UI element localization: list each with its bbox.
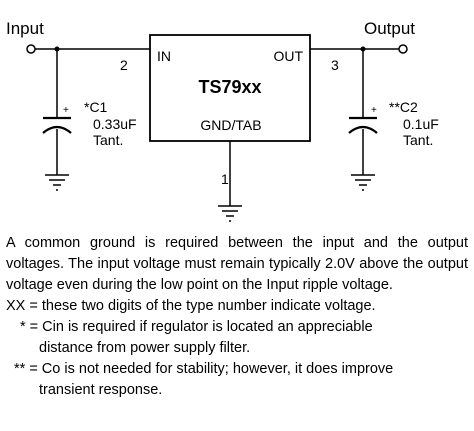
capacitor-c1-symbol — [42, 116, 72, 134]
output-label: Output — [364, 19, 415, 38]
c1-value: 0.33uF — [93, 116, 137, 132]
ground-symbol-c1 — [45, 174, 69, 191]
notes-section: A common ground is required between the … — [6, 233, 468, 401]
c2-value: 0.1uF — [403, 116, 439, 132]
pin-number-out: 3 — [331, 57, 339, 73]
circuit-diagram: Input Output IN OUT TS79xx GND/TAB 2 3 1… — [6, 19, 439, 222]
capacitor-c2-symbol — [348, 116, 378, 134]
c2-type: Tant. — [403, 132, 433, 148]
ground-symbol-regulator — [218, 205, 242, 222]
regulator-name: TS79xx — [198, 77, 261, 97]
c2-polarity: + — [371, 105, 377, 116]
input-terminal — [26, 44, 36, 54]
pin-number-gnd: 1 — [221, 171, 229, 187]
pin-in-label: IN — [157, 48, 171, 64]
cin-note-continued: distance from power supply filter. — [39, 340, 251, 356]
ground-symbol-c2 — [351, 174, 375, 191]
xx-note: XX = these two digits of the type number… — [6, 298, 376, 314]
c1-name: *C1 — [84, 99, 108, 115]
c2-name: **C2 — [389, 99, 418, 115]
output-terminal — [398, 44, 408, 54]
cin-note: * = Cin is required if regulator is loca… — [20, 319, 373, 335]
input-label: Input — [6, 19, 44, 38]
c1-type: Tant. — [93, 132, 123, 148]
co-note: ** = Co is not needed for stability; how… — [14, 361, 394, 377]
pin-gnd-label: GND/TAB — [200, 117, 261, 133]
pin-out-label: OUT — [273, 48, 303, 64]
input-junction — [54, 46, 60, 52]
pin-number-in: 2 — [120, 57, 128, 73]
output-junction — [360, 46, 366, 52]
co-note-continued: transient response. — [39, 382, 163, 398]
c1-polarity: + — [63, 105, 69, 116]
ground-note-paragraph: A common ground is required between the … — [6, 235, 468, 293]
